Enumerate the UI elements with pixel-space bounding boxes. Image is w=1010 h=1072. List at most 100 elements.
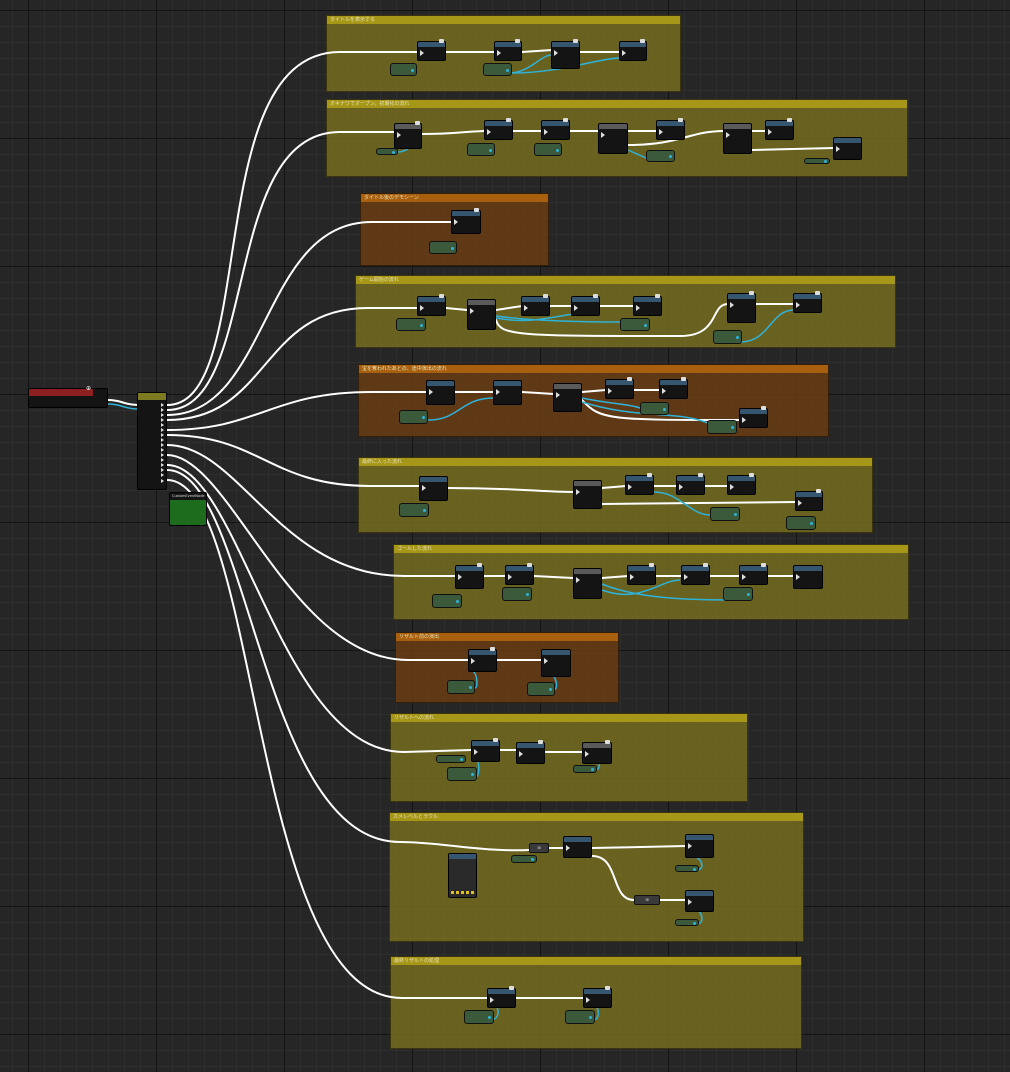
- comment-title[interactable]: 最終リザルトの処理: [391, 957, 801, 965]
- function-node[interactable]: [598, 123, 628, 154]
- variable-getter-node[interactable]: [399, 410, 428, 424]
- function-node[interactable]: [627, 563, 656, 585]
- function-node[interactable]: [516, 740, 545, 764]
- variable-getter-node[interactable]: [713, 330, 742, 344]
- variable-getter-node[interactable]: [675, 865, 699, 872]
- function-node[interactable]: [685, 834, 714, 858]
- branch-node[interactable]: ⊞: [634, 895, 660, 905]
- function-node[interactable]: [471, 738, 500, 762]
- event-node[interactable]: [28, 388, 108, 408]
- comment-box[interactable]: リザルト前の演出: [395, 632, 619, 703]
- variable-getter-node[interactable]: [723, 587, 753, 601]
- comment-title[interactable]: タイトルを表示する: [327, 16, 680, 24]
- variable-getter-node[interactable]: [707, 420, 737, 434]
- function-node[interactable]: [455, 563, 484, 589]
- function-node[interactable]: [553, 383, 582, 412]
- function-node[interactable]: [394, 121, 422, 149]
- exec-pin[interactable]: [161, 403, 164, 407]
- exec-pin[interactable]: [161, 473, 164, 477]
- variable-getter-node[interactable]: [376, 148, 398, 155]
- variable-getter-node[interactable]: [620, 318, 650, 331]
- variable-getter-node[interactable]: [399, 503, 429, 517]
- function-node[interactable]: [656, 118, 685, 140]
- function-node[interactable]: [583, 986, 612, 1008]
- function-node[interactable]: [723, 123, 752, 154]
- function-node[interactable]: [793, 291, 822, 313]
- variable-getter-node[interactable]: [565, 1010, 595, 1024]
- function-node[interactable]: [563, 836, 592, 858]
- function-node[interactable]: [417, 39, 446, 61]
- function-node[interactable]: [493, 380, 522, 405]
- comment-title[interactable]: 宝を奪われたあとの、途中演出の流れ: [359, 365, 828, 373]
- variable-getter-node[interactable]: [396, 318, 426, 331]
- function-node[interactable]: [685, 890, 714, 912]
- exec-pin[interactable]: [161, 468, 164, 472]
- function-node[interactable]: [727, 291, 756, 323]
- function-node[interactable]: [625, 473, 654, 495]
- function-node[interactable]: [739, 563, 768, 585]
- variable-getter-node[interactable]: [646, 150, 675, 162]
- comment-title[interactable]: オキナワでオープン。初期化の流れ: [327, 100, 907, 108]
- variable-getter-node[interactable]: [786, 516, 816, 530]
- function-node[interactable]: [426, 380, 455, 405]
- function-node[interactable]: [505, 563, 534, 585]
- variable-getter-node[interactable]: [710, 507, 740, 521]
- function-node[interactable]: [681, 563, 710, 585]
- variable-getter-node[interactable]: [511, 855, 537, 863]
- function-node[interactable]: [795, 489, 823, 511]
- function-node[interactable]: [551, 39, 580, 69]
- macro-node[interactable]: [448, 853, 477, 898]
- function-node[interactable]: [739, 406, 768, 428]
- exec-pin[interactable]: [161, 428, 164, 432]
- function-node[interactable]: [484, 118, 513, 140]
- variable-getter-node[interactable]: [483, 63, 512, 76]
- function-node[interactable]: [765, 118, 794, 140]
- function-node[interactable]: [582, 740, 612, 764]
- function-node[interactable]: [521, 294, 550, 316]
- function-node[interactable]: [793, 565, 823, 589]
- variable-getter-node[interactable]: [527, 682, 555, 696]
- function-node[interactable]: [541, 118, 570, 140]
- comment-title[interactable]: ゴールした流れ: [394, 545, 908, 553]
- variable-getter-node[interactable]: [573, 765, 597, 773]
- function-node[interactable]: [451, 208, 481, 234]
- variable-getter-node[interactable]: [436, 755, 466, 763]
- exec-pin[interactable]: [161, 448, 164, 452]
- function-node[interactable]: [659, 377, 688, 399]
- function-node[interactable]: [833, 137, 862, 160]
- function-node[interactable]: [573, 480, 602, 509]
- comment-title[interactable]: リザルト前の演出: [396, 633, 618, 641]
- switch-on-enum-node[interactable]: [137, 392, 167, 490]
- variable-getter-node[interactable]: [429, 241, 457, 254]
- exec-pin[interactable]: [161, 438, 164, 442]
- variable-getter-node[interactable]: [534, 143, 562, 156]
- exec-pin[interactable]: [161, 458, 164, 462]
- variable-getter-node[interactable]: [467, 143, 495, 156]
- variable-getter-node[interactable]: [447, 680, 475, 694]
- variable-getter-node[interactable]: [502, 587, 532, 601]
- comment-title[interactable]: タイトル後のデモシーン: [361, 194, 548, 202]
- function-node[interactable]: [676, 473, 705, 495]
- exec-pin[interactable]: [161, 443, 164, 447]
- exec-pin[interactable]: [161, 408, 164, 412]
- variable-getter-node[interactable]: [464, 1010, 494, 1024]
- exec-pin[interactable]: [161, 479, 164, 483]
- variable-getter-node[interactable]: [640, 402, 669, 415]
- function-node[interactable]: [468, 647, 497, 672]
- function-node[interactable]: [467, 299, 496, 330]
- variable-getter-node[interactable]: [390, 63, 417, 76]
- exec-pin[interactable]: [161, 453, 164, 457]
- exec-pin[interactable]: [161, 463, 164, 467]
- function-node[interactable]: [487, 986, 516, 1008]
- comment-title[interactable]: リザルトへの流れ: [391, 714, 747, 722]
- function-node[interactable]: [605, 377, 634, 399]
- exec-pin[interactable]: [161, 423, 164, 427]
- function-node[interactable]: [419, 476, 448, 501]
- variable-getter-node[interactable]: [675, 919, 699, 926]
- exec-pin[interactable]: [161, 433, 164, 437]
- comment-title[interactable]: カメレベルとラウル: [390, 813, 803, 821]
- variable-getter-node[interactable]: [432, 594, 462, 608]
- variable-getter-node[interactable]: [804, 158, 830, 164]
- exec-pin[interactable]: [161, 418, 164, 422]
- custom-event-node[interactable]: CustomEventNode: [169, 492, 207, 526]
